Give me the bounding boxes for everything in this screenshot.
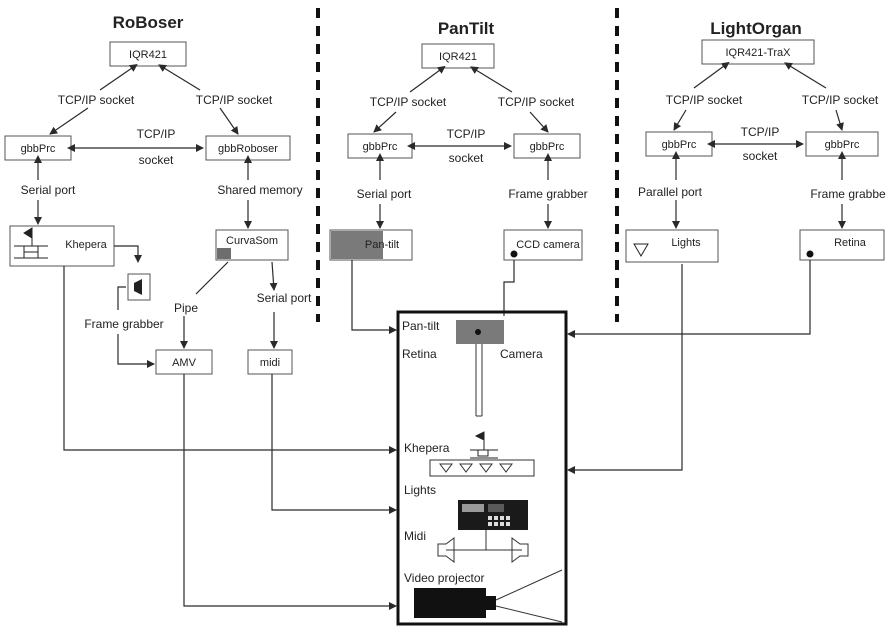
lo-tcp-mid-label-2: socket: [743, 149, 778, 163]
lo-gbb-right-label: gbbPrc: [825, 139, 860, 151]
pt-tcp-mid-label-1: TCP/IP: [447, 127, 486, 141]
setup-retina-label: Retina: [402, 347, 437, 361]
rb-iqr-label: IQR421: [129, 49, 167, 61]
title-lightorgan: LightOrgan: [710, 19, 802, 38]
rb-serial-label: Serial port: [21, 183, 76, 197]
title-pantilt: PanTilt: [438, 19, 495, 38]
setup-pantilt-label: Pan-tilt: [402, 319, 440, 333]
rb-frame-label: Frame grabber: [84, 317, 163, 331]
rb-khepera-label: Khepera: [65, 239, 107, 251]
setup-speakers-icon: [437, 530, 529, 563]
pt-gbb-right-label: gbbPrc: [530, 141, 565, 153]
rb-iqr-box: [109, 41, 187, 67]
pt-iqr-label: IQR421: [439, 51, 477, 63]
rb-serial2-label: Serial port: [257, 291, 312, 305]
setup-pantilt-dot: [475, 329, 481, 335]
rb-amv-box: [155, 349, 213, 375]
lo-frame-label: Frame grabbe: [810, 187, 886, 201]
pt-tcp-right-label: TCP/IP socket: [498, 95, 575, 109]
khepera-robot-icon: [14, 227, 48, 259]
lo-tcp-mid-label-1: TCP/IP: [741, 125, 780, 139]
pt-iqr-box: [421, 43, 495, 69]
pt-serial-label: Serial port: [357, 187, 412, 201]
setup-midi-device-icon: [458, 500, 528, 530]
rb-shared-label: Shared memory: [217, 183, 302, 197]
setup-frame: [396, 310, 568, 626]
lo-iqr-box: [701, 39, 815, 65]
pt-pantilt-fill: [331, 231, 383, 259]
rb-pipe-label: Pipe: [174, 301, 198, 315]
rb-curvasom-label: CurvaSom: [226, 235, 278, 247]
rb-amv-label: AMV: [172, 357, 197, 369]
speaker-glyph-icon: [134, 279, 142, 295]
lo-retina-box: [799, 229, 885, 261]
setup-video-projector-label: Video projector: [404, 571, 485, 585]
rb-tcp-left-label: TCP/IP socket: [58, 93, 135, 107]
setup-khepera-label: Khepera: [404, 441, 450, 455]
lo-retina-dot: [806, 250, 814, 258]
rb-tcp-mid-label-1: TCP/IP: [137, 127, 176, 141]
rb-midi-box: [247, 349, 293, 375]
pt-tcp-mid-label-2: socket: [449, 151, 484, 165]
rb-tcp-mid-label-2: socket: [139, 153, 174, 167]
pt-pantilt-label: Pan-tilt: [365, 239, 399, 251]
lo-tcp-left-label: TCP/IP socket: [666, 93, 743, 107]
setup-video-projector-icon: [414, 569, 563, 623]
setup-camera-label: Camera: [500, 347, 543, 361]
rb-curvasom-corner: [217, 248, 231, 259]
lights-cone-icon: [633, 243, 649, 257]
title-roboser: RoBoser: [113, 13, 184, 32]
setup-light-cones-icon: [439, 463, 513, 473]
rb-midi-label: midi: [260, 357, 280, 369]
lo-iqr-label: IQR421-TraX: [725, 47, 791, 59]
pt-gbb-left-label: gbbPrc: [363, 141, 398, 153]
lo-retina-label: Retina: [834, 237, 867, 249]
setup-lights-label: Lights: [404, 483, 436, 497]
pt-ccd-label: CCD camera: [516, 239, 580, 251]
rb-tcp-right-label: TCP/IP socket: [196, 93, 273, 107]
setup-light-strip: [429, 459, 535, 477]
pt-ccd-dot: [510, 250, 518, 258]
setup-midi-label: Midi: [404, 529, 426, 543]
rb-gbbprc-label: gbbPrc: [21, 143, 56, 155]
lo-lights-label: Lights: [671, 237, 701, 249]
lo-parallel-label: Parallel port: [638, 185, 703, 199]
lo-tcp-right-label: TCP/IP socket: [802, 93, 879, 107]
setup-khepera-icon: [470, 431, 498, 459]
pt-frame-label: Frame grabber: [508, 187, 587, 201]
pt-tcp-left-label: TCP/IP socket: [370, 95, 447, 109]
lo-lights-box: [625, 229, 719, 263]
rb-gbbroboser-label: gbbRoboser: [218, 143, 278, 155]
lo-gbb-left-label: gbbPrc: [662, 139, 697, 151]
